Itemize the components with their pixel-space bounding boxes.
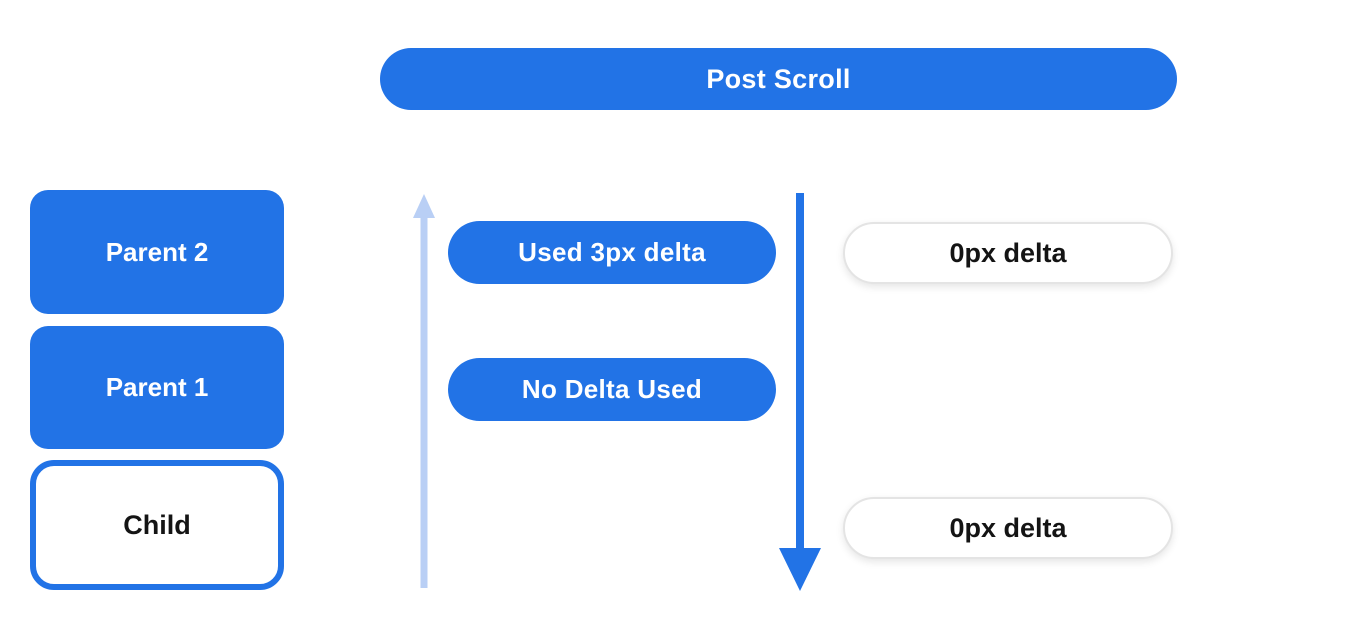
child-box: Child — [30, 460, 284, 590]
used-3px-delta-label: Used 3px delta — [518, 237, 706, 267]
parent-1-box: Parent 1 — [30, 326, 284, 449]
scroll-down-arrow-icon — [779, 193, 821, 591]
parent-1-label: Parent 1 — [105, 372, 209, 402]
post-scroll-header-label: Post Scroll — [706, 63, 851, 94]
zero-px-delta-pill-top: 0px delta — [843, 222, 1173, 284]
zero-px-delta-label-bottom: 0px delta — [949, 512, 1067, 543]
parent-2-box: Parent 2 — [30, 190, 284, 314]
scroll-up-arrow-icon — [413, 194, 435, 588]
post-scroll-header-pill: Post Scroll — [380, 48, 1177, 110]
no-delta-used-pill: No Delta Used — [448, 358, 776, 421]
zero-px-delta-pill-bottom: 0px delta — [843, 497, 1173, 559]
no-delta-used-label: No Delta Used — [521, 374, 703, 404]
zero-px-delta-label-top: 0px delta — [949, 237, 1067, 268]
used-3px-delta-pill: Used 3px delta — [448, 221, 776, 284]
parent-2-label: Parent 2 — [105, 236, 209, 267]
child-label: Child — [123, 509, 191, 540]
